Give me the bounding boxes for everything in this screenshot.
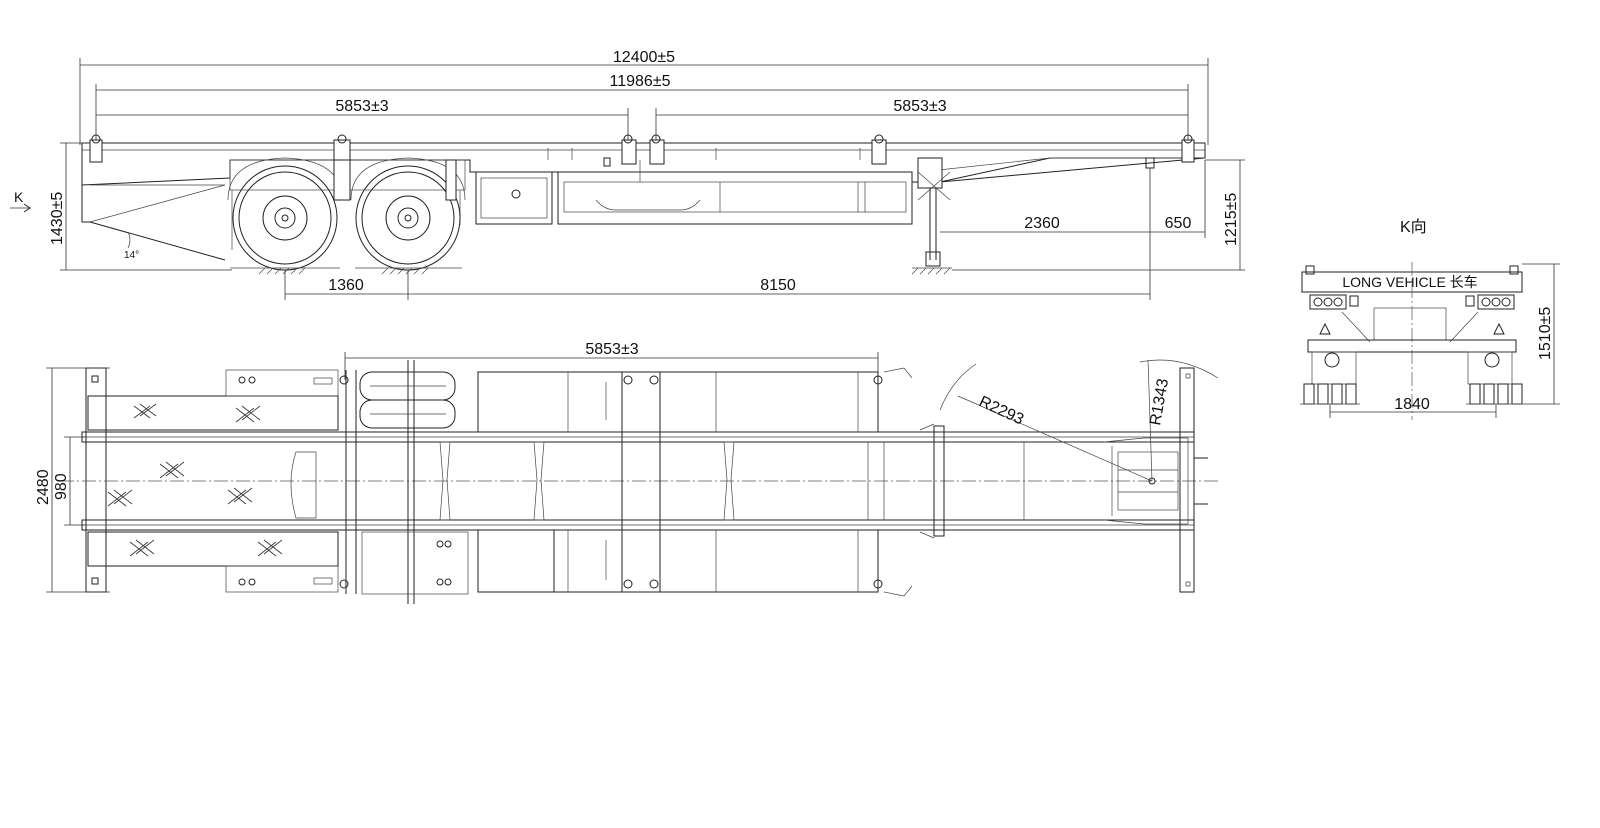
landing-gear bbox=[911, 157, 952, 275]
side-height-label: 1430±5 bbox=[49, 192, 66, 245]
k-marker: K bbox=[10, 189, 31, 213]
plan-view: 5853±3 bbox=[35, 341, 1220, 604]
overall-length-label: 12400±5 bbox=[613, 49, 675, 66]
twist-span-left-label: 5853±3 bbox=[335, 98, 388, 115]
dim-frame-width: 980 bbox=[53, 436, 86, 526]
radius-annotations: R2293 R1343 bbox=[939, 359, 1219, 482]
rear-bumper bbox=[81, 143, 226, 261]
tread-plate-hatches bbox=[107, 403, 283, 557]
dim-twist-span-left: 5853±3 bbox=[96, 98, 629, 140]
dim-box-length: 11986±5 bbox=[95, 73, 1189, 140]
radius-kingpin-label: R1343 bbox=[1147, 377, 1172, 426]
spare-tires bbox=[359, 371, 456, 429]
twist-locks-side bbox=[89, 134, 1195, 165]
overall-width-label: 2480 bbox=[35, 469, 52, 505]
axle-spacing-label: 1360 bbox=[328, 277, 364, 294]
dim-overall-length: 12400±5 bbox=[79, 49, 1209, 145]
dim-front-height: 1215±5 bbox=[952, 159, 1245, 271]
front-height-label: 1215±5 bbox=[1223, 193, 1240, 246]
dim-rear-height: 1510±5 bbox=[1522, 263, 1560, 405]
axle-kingpin-label: 8150 bbox=[760, 277, 796, 294]
dim-landing-kingpin: 2360 650 bbox=[940, 160, 1206, 300]
dim-side-height: 1430±5 bbox=[49, 142, 232, 271]
rear-view: K向 LONG VEHICLE 长车 bbox=[1300, 218, 1560, 420]
dim-overall-width: 2480 bbox=[35, 367, 110, 593]
frame-width-label: 980 bbox=[53, 473, 70, 500]
rear-bumper-bar bbox=[1307, 339, 1517, 353]
k-view-label: K向 bbox=[1400, 218, 1427, 236]
kingpin-front-label: 650 bbox=[1165, 215, 1192, 232]
rear-end-beam bbox=[85, 367, 107, 593]
wheel-rear bbox=[230, 165, 340, 275]
rear-track-label: 1840 bbox=[1394, 396, 1430, 413]
dim-rear-track: 1840 bbox=[1329, 396, 1497, 418]
rear-plate-text: LONG VEHICLE 长车 bbox=[1342, 274, 1477, 290]
landing-kingpin-label: 2360 bbox=[1024, 215, 1060, 232]
dim-axle: 1360 8150 bbox=[284, 270, 1150, 300]
box-length-label: 11986±5 bbox=[610, 73, 671, 90]
front-gooseneck bbox=[1103, 367, 1208, 593]
dim-plan-span: 5853±3 bbox=[344, 341, 879, 380]
tool-box bbox=[475, 171, 553, 225]
plan-span-label: 5853±3 bbox=[585, 341, 638, 358]
side-view: 12400±5 11986±5 5853±3 5853±3 14° bbox=[10, 49, 1245, 300]
slope-angle-label: 14° bbox=[124, 250, 139, 261]
dim-twist-span-right: 5853±3 bbox=[655, 98, 1188, 140]
twist-span-right-label: 5853±3 bbox=[893, 98, 946, 115]
twist-locks-plan bbox=[339, 375, 883, 589]
rear-height-label: 1510±5 bbox=[1537, 307, 1554, 360]
k-marker-label: K bbox=[14, 189, 24, 205]
side-center-frame bbox=[547, 148, 913, 225]
radius-front-label: R2293 bbox=[976, 393, 1026, 428]
rear-lamps bbox=[1309, 294, 1515, 310]
